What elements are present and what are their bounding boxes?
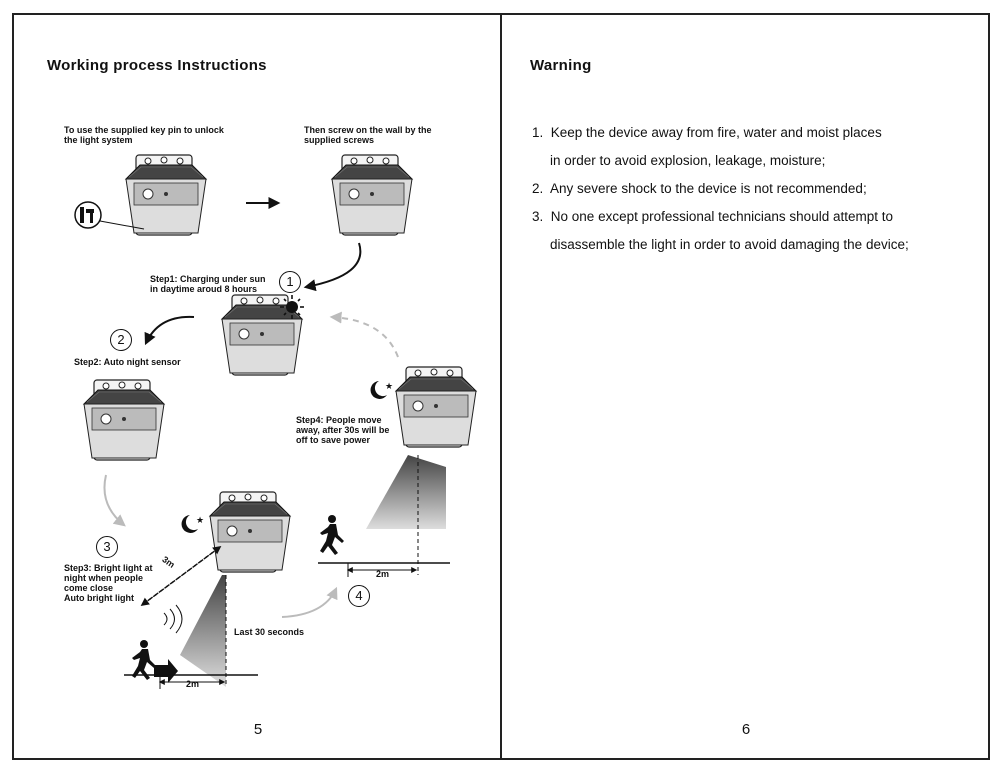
page-number: 6	[741, 721, 751, 738]
page-heading: Warning	[530, 57, 592, 74]
distance-near-label: 2m	[186, 679, 200, 689]
page-heading: Working process Instructions	[47, 57, 267, 74]
step-number-4: 4	[348, 585, 370, 607]
moon-star-icon: ★	[370, 381, 393, 399]
runner-icon	[320, 515, 344, 555]
key-pin-icon	[74, 201, 145, 230]
page-number: 5	[253, 721, 263, 738]
solar-light-icon	[331, 154, 413, 236]
page-right: Warning 1. Keep the device away from fir…	[500, 13, 990, 760]
step-number-3: 3	[96, 536, 118, 558]
warning-item: 2. Any severe shock to the device is not…	[532, 181, 867, 196]
moon-star-icon: ★	[181, 515, 204, 533]
instruction-illustration: ★ ★	[74, 154, 477, 689]
svg-text:★: ★	[385, 381, 393, 391]
runner-icon	[132, 640, 156, 680]
sun-icon	[280, 295, 304, 319]
page-left: Working process Instructions	[12, 13, 502, 760]
step-number-1: 1	[279, 271, 301, 293]
caption-last30: Last 30 seconds	[234, 627, 305, 637]
arrow-icon	[303, 242, 362, 292]
warning-item: 3. No one except professional technician…	[532, 209, 909, 252]
solar-light-icon	[209, 491, 291, 573]
caption-step2: Step2: Auto night sensor	[74, 357, 181, 367]
step-number-2: 2	[110, 329, 132, 351]
solar-light-icon	[83, 379, 165, 461]
warning-list: 1. Keep the device away from fire, water…	[532, 119, 972, 259]
warning-item: 1. Keep the device away from fire, water…	[532, 125, 882, 168]
solar-light-icon	[395, 366, 477, 448]
svg-text:★: ★	[196, 515, 204, 525]
solar-light-icon	[125, 154, 207, 236]
arrow-icon	[144, 315, 195, 346]
distance-far-label: 2m	[376, 569, 390, 579]
